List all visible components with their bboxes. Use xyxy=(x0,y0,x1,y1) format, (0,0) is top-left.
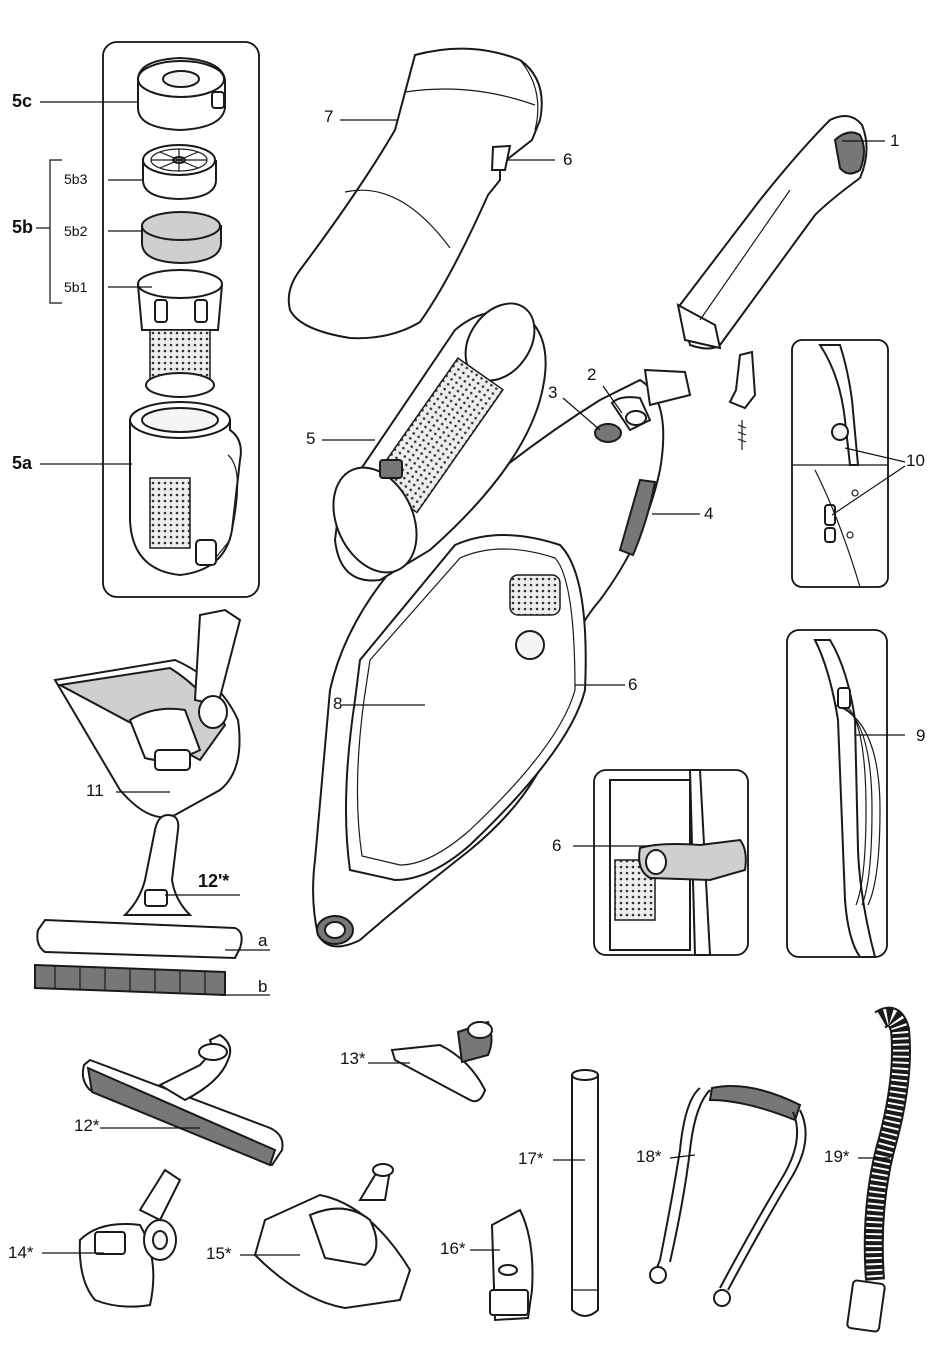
part-5b1-cyclone-filter xyxy=(138,270,222,397)
label-5: 5 xyxy=(306,430,315,447)
label-5b3: 5b3 xyxy=(64,172,87,186)
label-9: 9 xyxy=(916,727,925,744)
part-5c-filter-cap xyxy=(138,58,225,130)
part-13-upholstery-nozzle xyxy=(392,1022,492,1101)
part-14-mini-turbo-brush xyxy=(80,1170,180,1307)
label-6-inset: 6 xyxy=(552,837,561,854)
label-6-body: 6 xyxy=(628,676,637,693)
part-5b3-pleated-filter xyxy=(143,145,216,199)
part-16-crevice-tool xyxy=(490,1210,533,1320)
inset-10-mount-detail xyxy=(792,340,905,587)
label-17: 17* xyxy=(518,1150,544,1167)
label-5c: 5c xyxy=(12,92,32,110)
label-5a: 5a xyxy=(12,454,32,472)
inset-9-cord-detail xyxy=(787,630,905,957)
label-16: 16* xyxy=(440,1240,466,1257)
label-2: 2 xyxy=(587,366,596,383)
part-17-extension-tube xyxy=(572,1070,598,1316)
label-5b: 5b xyxy=(12,218,33,236)
label-7: 7 xyxy=(324,108,333,125)
part-11-floor-nozzle xyxy=(55,610,240,817)
part-12-prime-parquet-nozzle xyxy=(35,815,242,995)
label-12-prime: 12'* xyxy=(198,872,229,890)
part-7-bin-cover xyxy=(289,49,542,339)
label-18: 18* xyxy=(636,1148,662,1165)
part-18-shoulder-strap xyxy=(650,1086,806,1306)
label-4: 4 xyxy=(704,505,713,522)
label-19: 19* xyxy=(824,1148,850,1165)
label-14: 14* xyxy=(8,1244,34,1261)
part-5a-dust-bin xyxy=(130,402,241,575)
part-screw-and-plug xyxy=(730,352,755,450)
label-12: 12* xyxy=(74,1117,100,1134)
inset-6-release-detail xyxy=(573,770,748,955)
part-12-hard-floor-nozzle xyxy=(83,1035,283,1165)
label-6-cover: 6 xyxy=(563,151,572,168)
label-1: 1 xyxy=(890,132,899,149)
label-5b1: 5b1 xyxy=(64,280,87,294)
part-19-flexible-hose xyxy=(847,1017,901,1332)
label-b: b xyxy=(258,978,267,995)
part-1-handle xyxy=(678,116,867,349)
label-11: 11 xyxy=(86,782,104,799)
label-8: 8 xyxy=(333,695,342,712)
label-3: 3 xyxy=(548,384,557,401)
label-5b2: 5b2 xyxy=(64,224,87,238)
label-10: 10 xyxy=(906,452,925,469)
label-15: 15* xyxy=(206,1245,232,1262)
label-a: a xyxy=(258,932,267,949)
part-5b2-foam-filter xyxy=(142,212,221,263)
label-13: 13* xyxy=(340,1050,366,1067)
part-15-turbo-brush xyxy=(255,1164,410,1308)
